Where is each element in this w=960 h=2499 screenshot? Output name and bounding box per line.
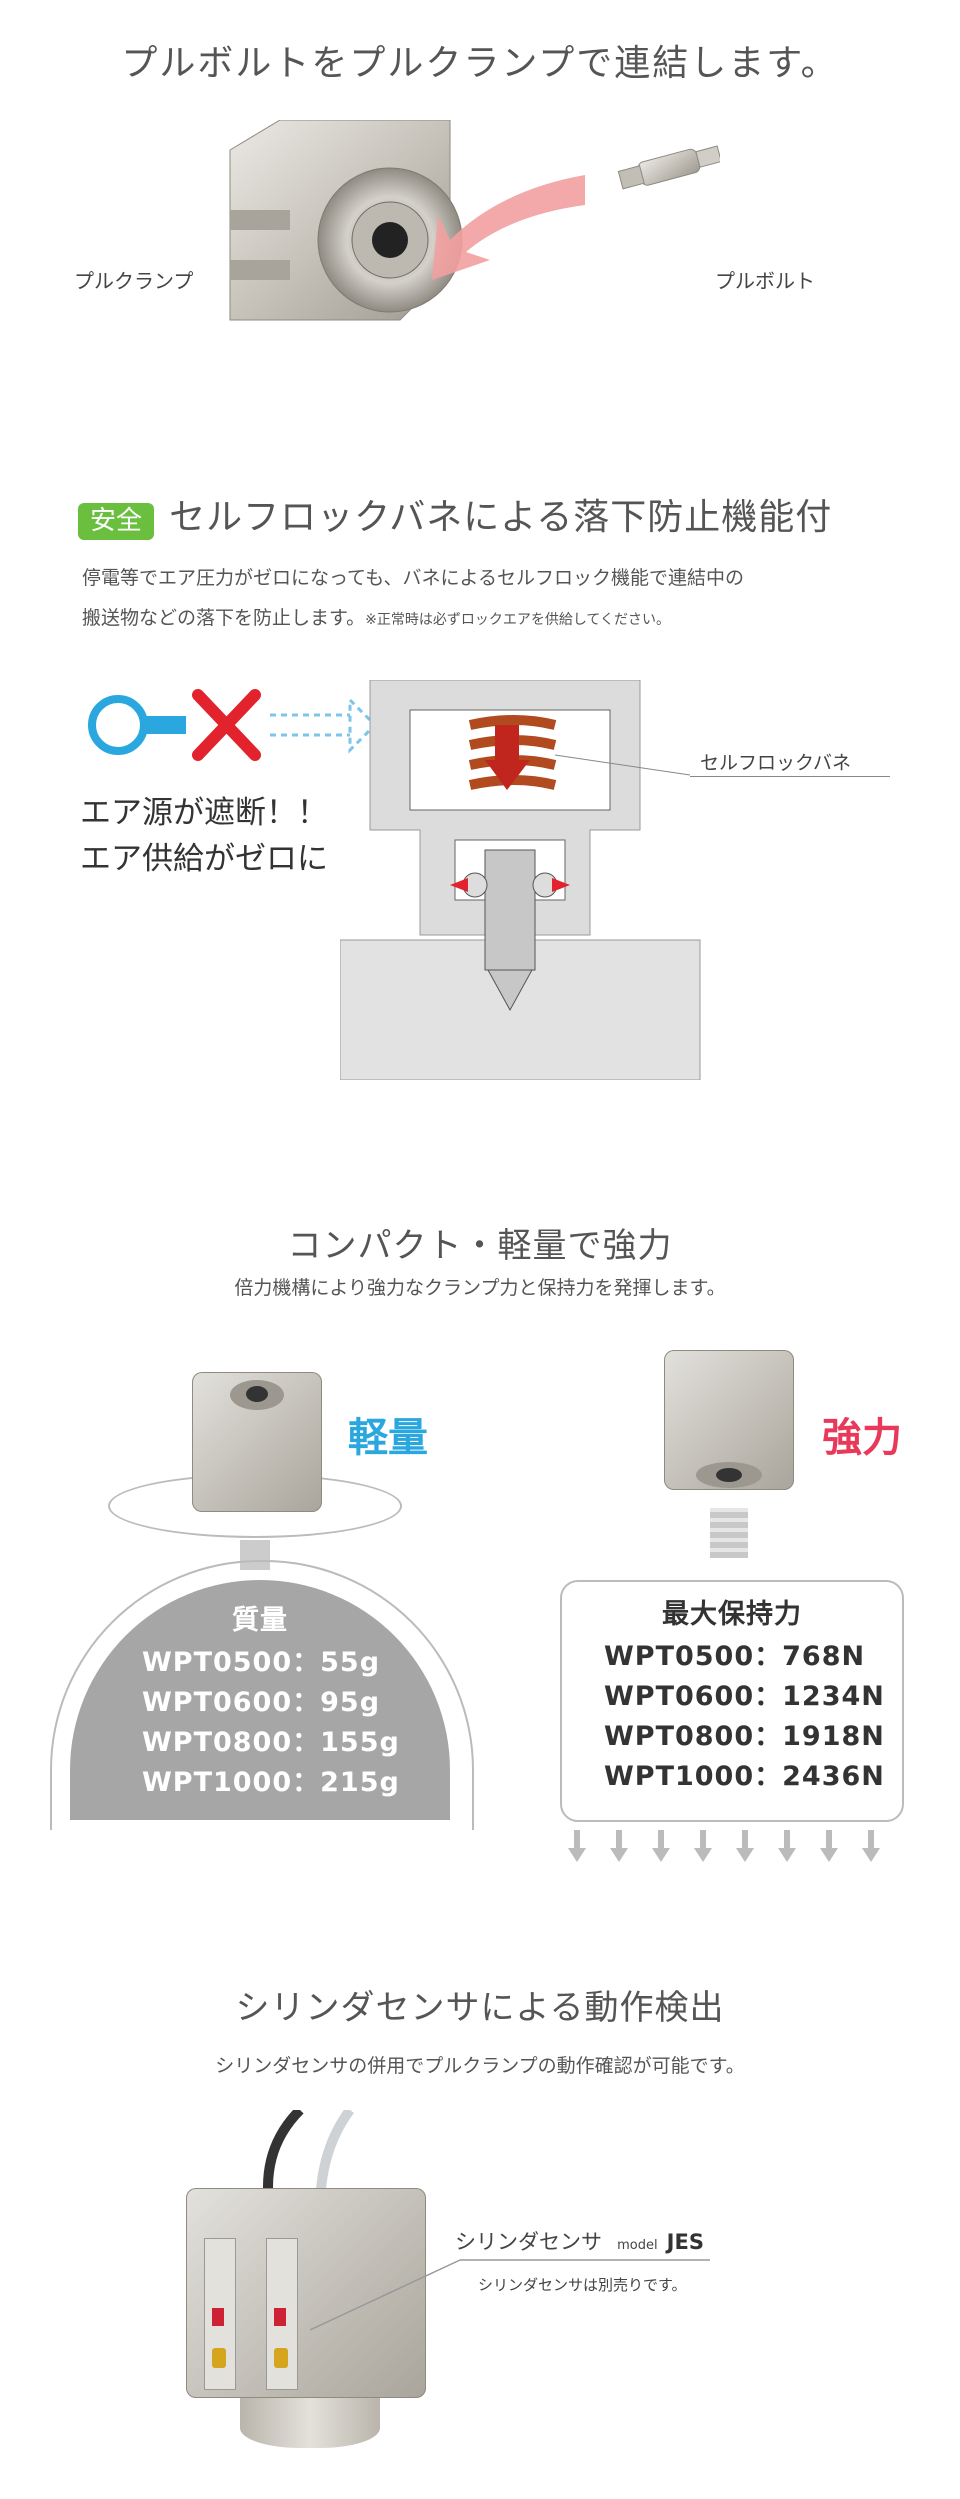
mass-row: WPT1000：215g xyxy=(142,1767,400,1798)
air-cutoff-warning: エア源が遮断！！ エア供給がゼロに xyxy=(80,795,328,877)
air-cutoff-illustration xyxy=(88,689,378,761)
safety-heading: セルフロックバネによる落下防止機能付 xyxy=(169,497,833,538)
light-label: 軽量 xyxy=(348,1415,428,1461)
down-arrows xyxy=(568,1830,880,1862)
cross-section-diagram xyxy=(340,680,701,1080)
sensor-clamp-image xyxy=(186,2188,426,2398)
force-title: 最大保持力 xyxy=(662,1599,802,1630)
compact-sub: 倍力機構により強力なクランプ力と保持力を発揮します。 xyxy=(234,1277,726,1299)
cross-icon xyxy=(192,689,261,761)
mass-row: WPT0600：95g xyxy=(142,1687,381,1718)
mass-dome: 質量 WPT0500：55g WPT0600：95g WPT0800：155g … xyxy=(70,1580,450,1820)
sensor-note: シリンダセンサは別売りです。 xyxy=(478,2276,687,2294)
force-row: WPT0800：1918N xyxy=(604,1721,885,1752)
force-box: 最大保持力 WPT0500：768N WPT0600：1234N WPT0800… xyxy=(560,1580,904,1822)
force-row: WPT0500：768N xyxy=(604,1641,866,1672)
pull-clamp-label: プルクランプ xyxy=(74,269,194,293)
light-clamp-image xyxy=(192,1372,322,1512)
sensor-leader xyxy=(310,2259,710,2331)
sensor-heading: シリンダセンサによる動作検出 xyxy=(235,1988,725,2028)
mass-row: WPT0500：55g xyxy=(142,1647,381,1678)
strong-label: 強力 xyxy=(822,1415,902,1461)
label-underline xyxy=(690,776,890,777)
sensor-model-prefix: model xyxy=(617,2238,658,2253)
mass-row: WPT0800：155g xyxy=(142,1727,400,1758)
sensor-sub: シリンダセンサの併用でプルクランプの動作確認が可能です。 xyxy=(215,2055,745,2077)
self-lock-spring-label: セルフロックバネ xyxy=(700,752,852,774)
safety-body: 停電等でエア圧力がゼロになっても、バネによるセルフロック機能で連結中の 搬送物な… xyxy=(82,567,744,629)
pull-bolt-icon xyxy=(710,1508,748,1558)
strong-clamp-image xyxy=(664,1350,794,1490)
force-row: WPT0600：1234N xyxy=(604,1681,885,1712)
mass-title: 質量 xyxy=(232,1605,288,1636)
clamp-bolt-illustration xyxy=(229,120,720,321)
pull-bolt-label: プルボルト xyxy=(715,269,815,293)
sensor-clamp-base xyxy=(240,2398,380,2448)
sensor-label-row: シリンダセンサ model JES xyxy=(455,2226,704,2256)
intro-title: プルボルトをプルクランプで連結します。 xyxy=(121,43,839,84)
force-row: WPT1000：2436N xyxy=(604,1761,885,1792)
sensor-label: シリンダセンサ xyxy=(455,2230,602,2254)
sensor-model: JES xyxy=(666,2230,704,2254)
safety-badge: 安全 xyxy=(78,503,155,540)
compact-heading: コンパクト・軽量で強力 xyxy=(287,1226,673,1266)
